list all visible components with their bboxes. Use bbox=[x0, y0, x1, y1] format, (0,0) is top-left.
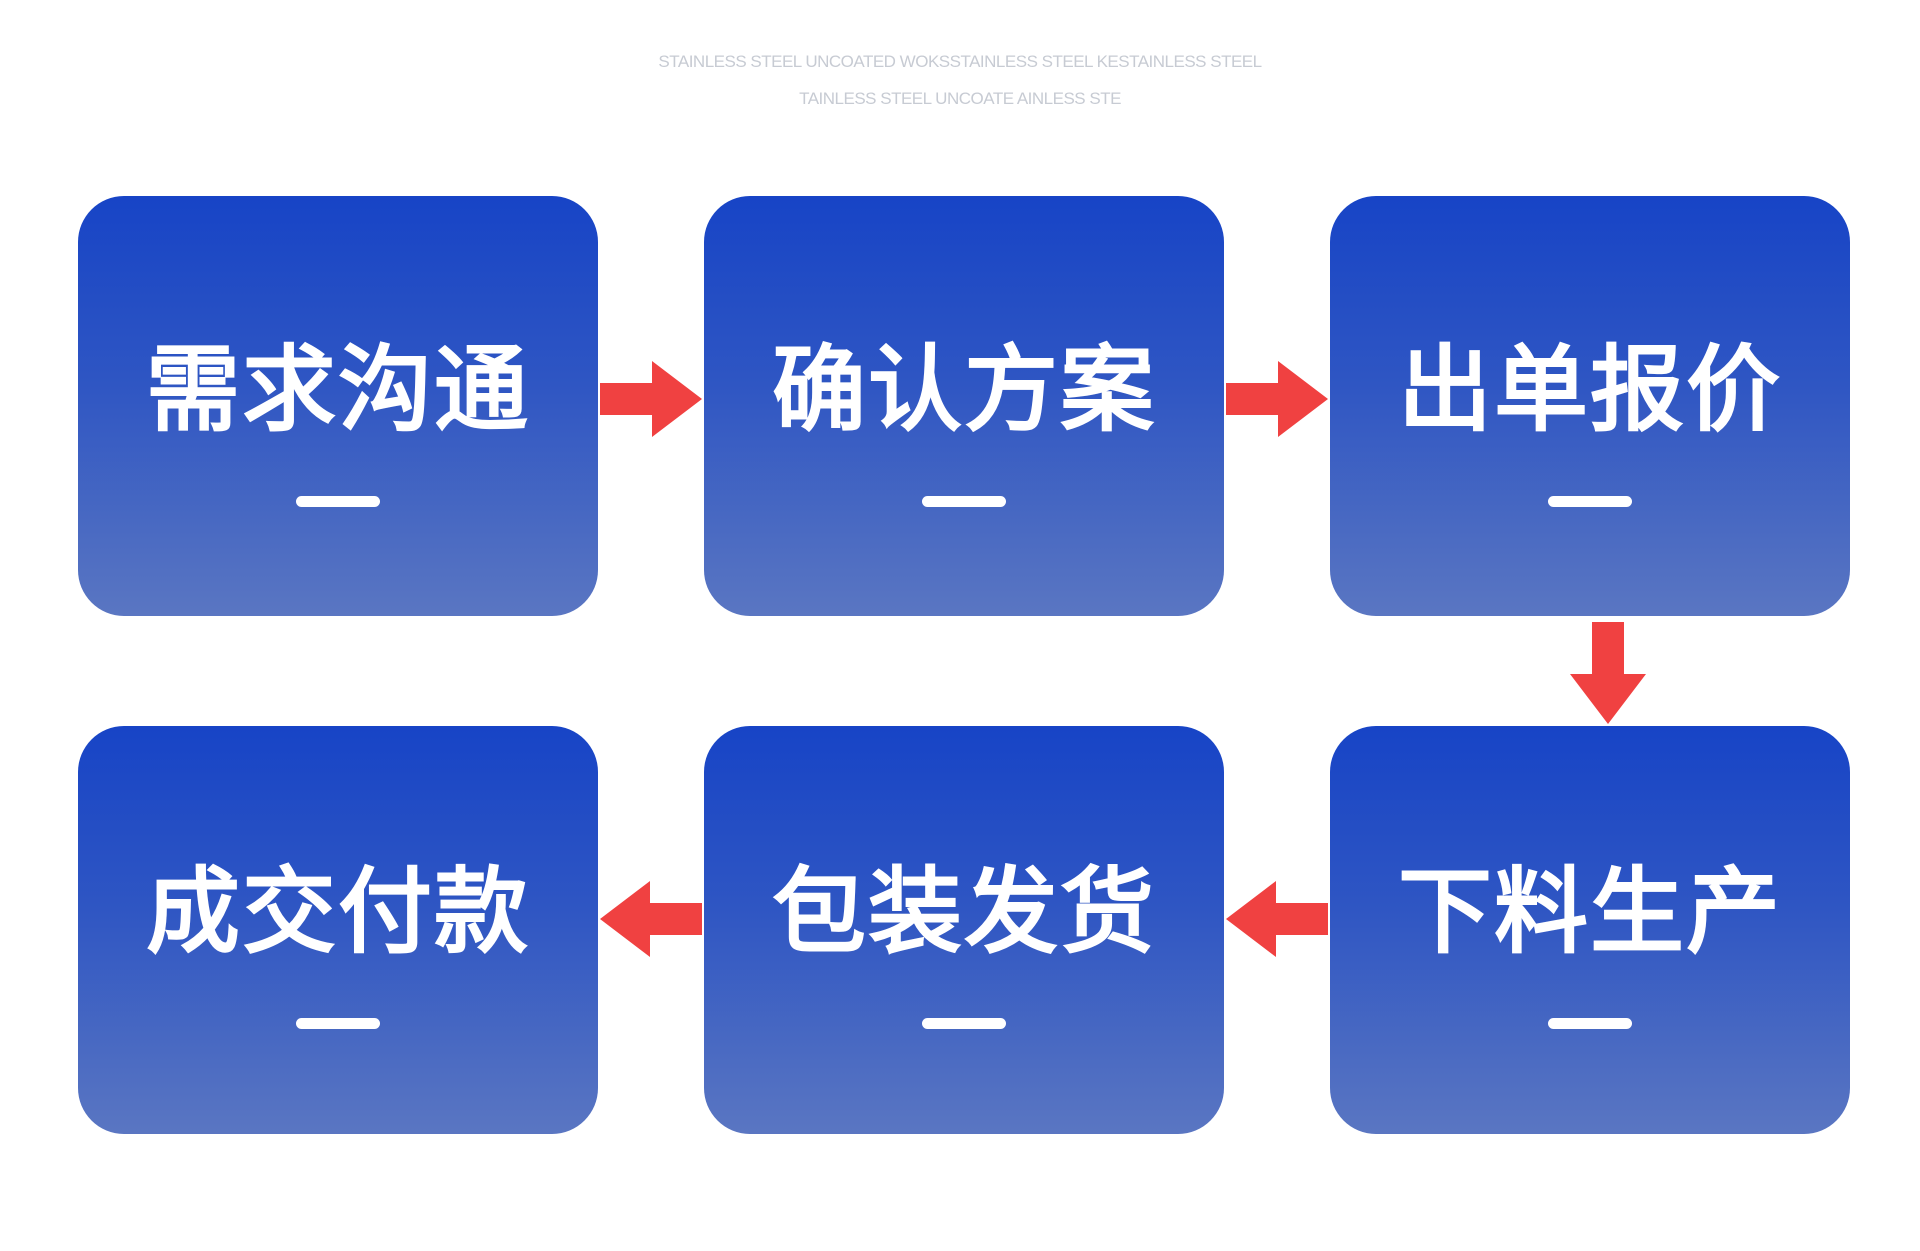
step-dash-6 bbox=[296, 1018, 380, 1029]
step-label-5: 包装发货 bbox=[771, 858, 1156, 967]
step-label-6: 成交付款 bbox=[145, 858, 530, 967]
step-label-2: 确认方案 bbox=[771, 336, 1156, 445]
arrow-left-icon bbox=[1226, 881, 1328, 957]
step-label-3: 出单报价 bbox=[1397, 336, 1782, 445]
step-dash-5 bbox=[922, 1018, 1006, 1029]
step-box-2: 确认方案 bbox=[704, 196, 1224, 616]
header-line-2: TAINLESS STEEL UNCOATE AINLESS STE bbox=[799, 89, 1121, 108]
step-box-3: 出单报价 bbox=[1330, 196, 1850, 616]
step-box-4: 下料生产 bbox=[1330, 726, 1850, 1134]
step-dash-1 bbox=[296, 496, 380, 507]
step-box-5: 包装发货 bbox=[704, 726, 1224, 1134]
arrow-left-icon bbox=[600, 881, 702, 957]
step-dash-2 bbox=[922, 496, 1006, 507]
step-dash-3 bbox=[1548, 496, 1632, 507]
header-line-1: STAINLESS STEEL UNCOATED WOKSSTAINLESS S… bbox=[658, 52, 1262, 71]
arrow-right-icon bbox=[600, 361, 702, 437]
step-box-1: 需求沟通 bbox=[78, 196, 598, 616]
step-dash-4 bbox=[1548, 1018, 1632, 1029]
step-label-1: 需求沟通 bbox=[145, 336, 530, 445]
arrow-down-icon bbox=[1570, 622, 1646, 724]
arrow-right-icon bbox=[1226, 361, 1328, 437]
step-box-6: 成交付款 bbox=[78, 726, 598, 1134]
step-label-4: 下料生产 bbox=[1397, 858, 1782, 967]
